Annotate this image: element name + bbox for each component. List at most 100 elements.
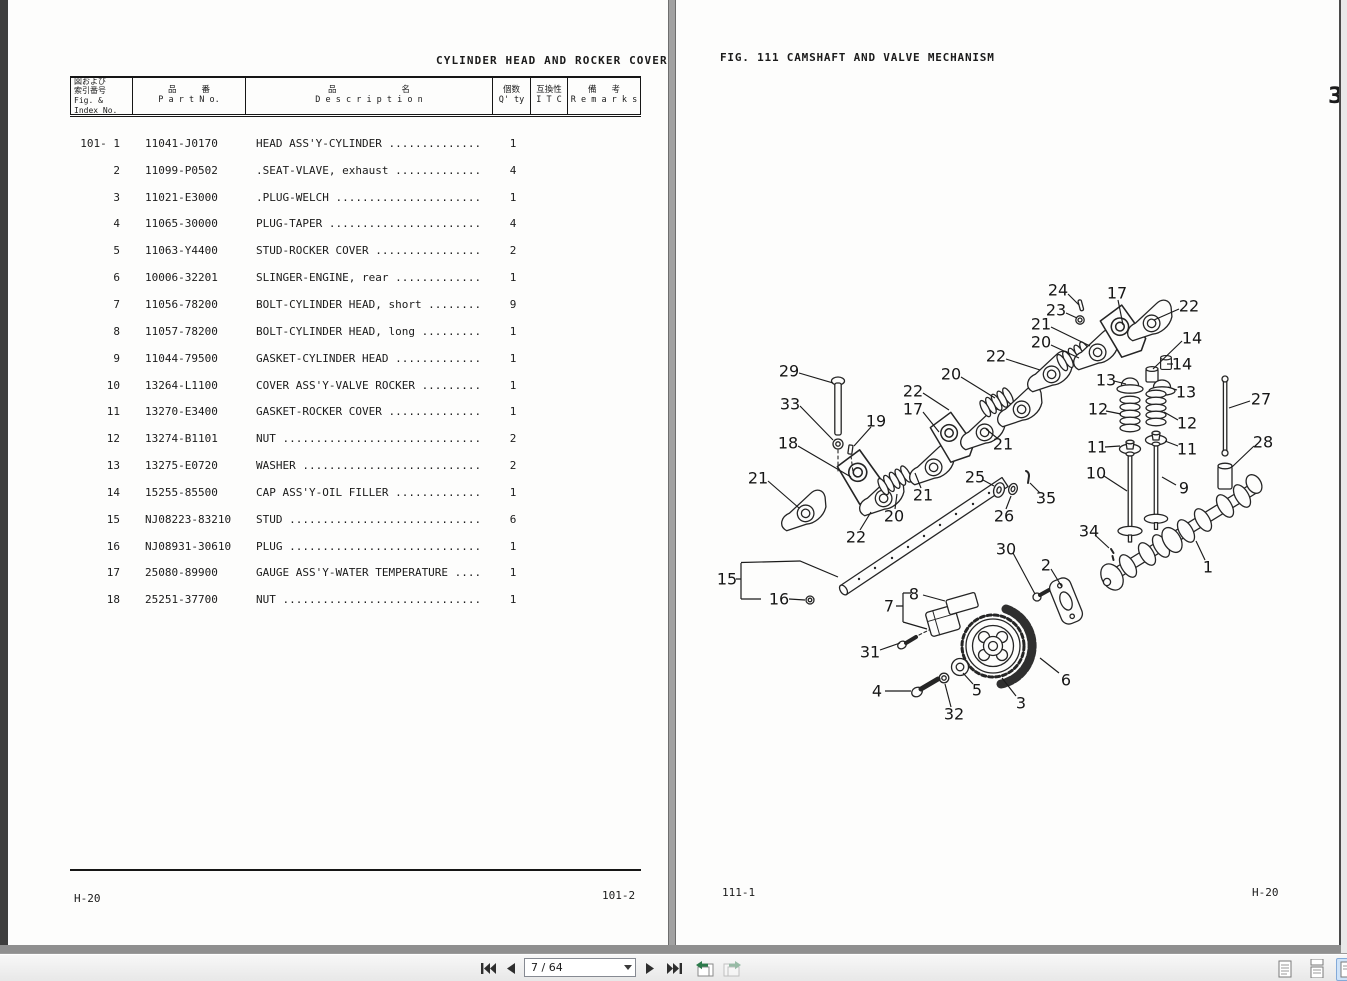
page-dropdown-button[interactable] [620,959,635,976]
diagram-part-number: 22 [986,347,1006,366]
last-page-button[interactable] [665,959,685,977]
table-cell: 2 [509,432,517,446]
header-part-no: 品 番 P a r t N o. [133,78,246,114]
page-gap [668,0,676,945]
continuous-scroll-view-icon [1310,959,1324,978]
label-leader-line [1104,445,1121,448]
label-leader-line [859,511,872,531]
diagram-part-number: 20 [1031,333,1051,352]
table-cell: 6 [113,271,120,285]
next-view-button[interactable] [720,959,744,977]
label-leader-line [1094,534,1110,549]
table-cell: SLINGER-ENGINE, rear ............. [256,271,482,285]
previous-view-button[interactable] [692,959,716,977]
diagram-part-number: 5 [972,681,982,700]
page-indicator: 7 / 64 [531,961,563,974]
table-cell: 1 [509,190,517,204]
diagram-part-number: 12 [1088,400,1108,419]
page-tab-mark: 3 [1328,84,1339,109]
label-leader-line [1050,344,1080,359]
table-cell: 13275-E0720 [145,459,218,473]
single-page-view-icon [1278,960,1292,977]
label-leader-line [788,598,806,601]
table-cell: NJ08931-30610 [145,539,232,553]
diagram-part-number: 22 [846,528,866,547]
page-number-field[interactable]: 7 / 64 [524,958,636,977]
diagram-part-number: 9 [1179,479,1189,498]
diagram-part-number: 10 [1086,464,1106,483]
diagram-part-number: 20 [941,365,961,384]
two-page-view-button[interactable] [1336,958,1347,981]
next-page-icon [646,962,654,974]
table-cell: 8 [113,324,120,338]
label-leader-line [1113,380,1127,385]
table-cell: 12 [106,432,120,446]
table-cell: NUT .............................. [256,593,482,607]
table-cell: .SEAT-VLAVE, exhaust ............. [256,163,482,177]
label-leader-line [922,392,950,411]
first-page-button[interactable] [478,959,498,977]
page-number-left: 101-2 [602,889,636,902]
label-leader-line [894,493,898,510]
shaft-oil-holes [857,491,991,581]
figure-page-number: 111-1 [722,886,756,899]
figure-title: FIG. 111 CAMSHAFT AND VALVE MECHANISM [720,51,995,64]
diagram-part-number: 8 [909,585,919,604]
dropdown-caret-icon [623,965,632,970]
diagram-part-number: 15 [717,570,737,589]
diagram-part-number: 13 [1096,371,1116,390]
diagram-part-number: 17 [903,400,923,419]
diagram-part-number: 24 [1048,281,1068,300]
table-cell: 1 [509,271,517,285]
table-cell: STUD-ROCKER COVER ................ [256,244,482,258]
two-page-view-icon [1340,961,1347,978]
table-cell: 11057-78200 [145,324,218,338]
scrollbar-track[interactable] [1341,0,1347,953]
table-cell: 15255-85500 [145,485,218,499]
table-cell: STUD ............................. [256,512,482,526]
table-cell: NJ08223-83210 [145,512,232,526]
document-page-left: CYLINDER HEAD AND ROCKER COVER 図および 索引番号… [8,0,668,945]
diagram-part-number: 28 [1253,433,1273,452]
diagram-part-number: 14 [1182,329,1202,348]
diagram-part-number: 35 [1036,489,1056,508]
label-leader-line [982,479,995,487]
single-page-view-button[interactable] [1272,958,1298,979]
diagram-part-number: 31 [860,643,880,662]
table-cell: 11021-E3000 [145,190,218,204]
diagram-part-number: 21 [913,486,933,505]
previous-view-icon [695,960,713,976]
table-cell: 11065-30000 [145,217,218,231]
diagram-part-number: 7 [884,597,894,616]
table-cell: 11056-78200 [145,297,218,311]
table-cell: NUT .............................. [256,432,482,446]
table-cell: PLUG ............................. [256,539,482,553]
document-page-right: FIG. 111 CAMSHAFT AND VALVE MECHANISM 3 [676,0,1341,945]
next-page-button[interactable] [643,959,659,977]
table-cell: 1 [509,351,517,365]
viewer-canvas-edge [0,0,8,945]
header-description: 品 名 D e s c r i p t i o n [246,78,493,114]
table-cell: 10006-32201 [145,271,218,285]
table-cell: PLUG-TAPER ....................... [256,217,482,231]
first-page-icon [481,962,496,974]
next-view-icon [723,960,741,976]
table-cell: 1 [509,593,517,607]
table-cell: 2 [509,244,517,258]
table-cell: 1 [509,405,517,419]
label-leader-line [1012,552,1036,595]
last-page-icon [667,962,682,974]
diagram-part-number: 4 [872,682,882,701]
diagram-part-number: 20 [884,507,904,526]
label-leader-line [1152,340,1183,370]
continuous-view-button[interactable] [1304,958,1330,979]
footer-rule [70,869,641,871]
previous-page-button[interactable] [502,959,518,977]
